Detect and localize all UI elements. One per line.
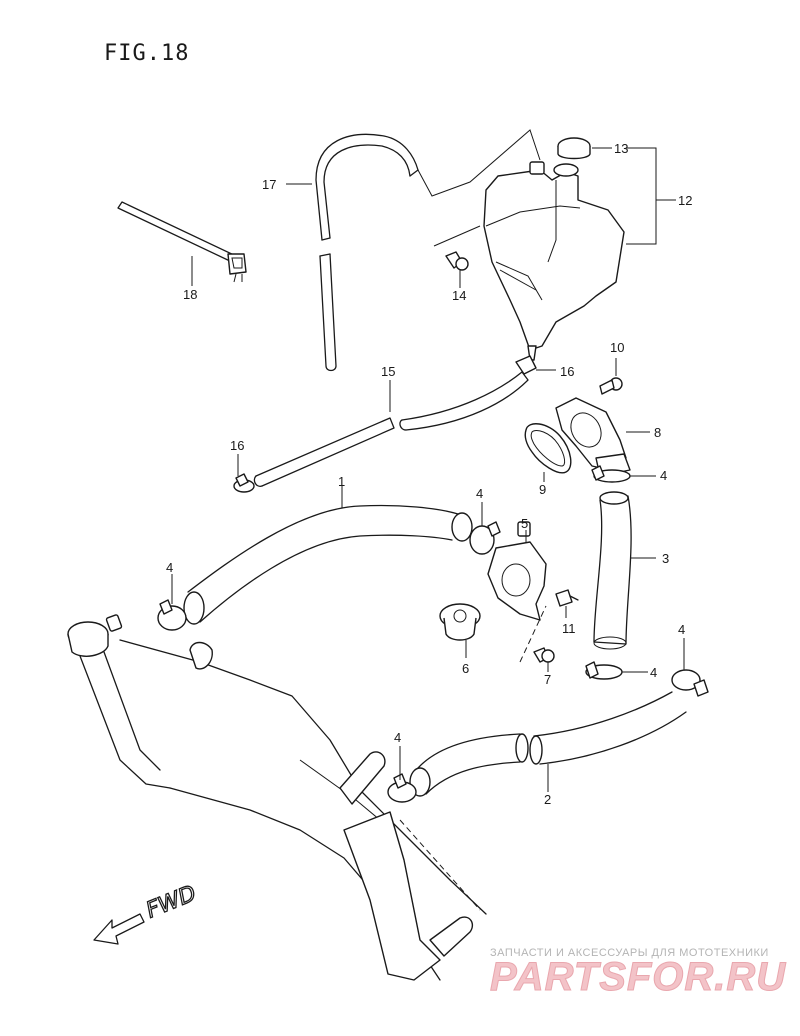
- callout-12: 12: [678, 193, 692, 208]
- callout-9: 9: [539, 482, 546, 497]
- callout-11: 11: [562, 621, 576, 636]
- radiator-hose-1: [183, 504, 473, 625]
- callout-4-left: 4: [166, 560, 173, 575]
- callout-6: 6: [462, 661, 469, 676]
- thermostat-housing: [487, 521, 547, 621]
- gasket: [524, 423, 572, 474]
- callout-7: 7: [544, 672, 551, 687]
- hose-clamp-16-lower: [233, 473, 255, 493]
- reservoir-cap: [557, 137, 591, 160]
- callout-4-hose2: 4: [394, 730, 401, 745]
- thermostat: [439, 603, 481, 641]
- callout-15: 15: [381, 364, 395, 379]
- callout-3: 3: [662, 551, 669, 566]
- forward-label: FWD: [143, 881, 200, 923]
- hose-clamp-hose2-left: [387, 773, 417, 803]
- cable-tie: [117, 201, 247, 283]
- forward-direction-indicator: FWD: [93, 880, 201, 945]
- overflow-hose: [315, 133, 419, 372]
- bolt-14: [445, 251, 469, 271]
- reservoir-tank: [483, 161, 625, 361]
- callout-2: 2: [544, 792, 551, 807]
- callout-1: 1: [338, 474, 345, 489]
- callout-17: 17: [262, 177, 276, 192]
- hose-clamp-hose1-left: [157, 599, 187, 631]
- callout-14: 14: [452, 288, 466, 303]
- reservoir-hose: [253, 371, 529, 487]
- callout-16-lower: 16: [230, 438, 244, 453]
- hose-clamp-lower-right: [585, 661, 623, 680]
- callout-8: 8: [654, 425, 661, 440]
- watermark: ЗАПЧАСТИ И АКСЕССУАРЫ ДЛЯ МОТОТЕХНИКИ PA…: [490, 947, 786, 1000]
- radiator: [67, 614, 487, 981]
- radiator-hose-2: [409, 691, 687, 797]
- watermark-brand: PARTSFOR.RU: [490, 955, 786, 999]
- callout-10: 10: [610, 340, 624, 355]
- callout-4-cover: 4: [660, 468, 667, 483]
- callout-5: 5: [521, 516, 528, 531]
- temperature-sensor: [555, 589, 579, 607]
- callout-4-lower-right: 4: [650, 665, 657, 680]
- watermark-caption: ЗАПЧАСТИ И АКСЕССУАРЫ ДЛЯ МОТОТЕХНИКИ: [490, 947, 769, 959]
- leader-lines: [171, 129, 685, 792]
- hose-clamp-16-upper: [515, 355, 537, 375]
- bolt-10: [599, 377, 623, 395]
- bolt-7: [533, 647, 555, 663]
- callout-18: 18: [183, 287, 197, 302]
- callout-4-hose1: 4: [476, 486, 483, 501]
- figure-title: FIG.18: [104, 41, 189, 66]
- callout-13: 13: [614, 141, 628, 156]
- callout-16-upper: 16: [560, 364, 574, 379]
- callout-labels: 1 2 3 4 4 4 4 4 4 5 6 7 8 9 10 11 12 13 …: [166, 141, 692, 807]
- hose-clamp-far-right: [671, 669, 709, 697]
- forward-arrow-icon: [93, 913, 145, 945]
- radiator-hose-3: [593, 491, 632, 650]
- callout-4-far-right: 4: [678, 622, 685, 637]
